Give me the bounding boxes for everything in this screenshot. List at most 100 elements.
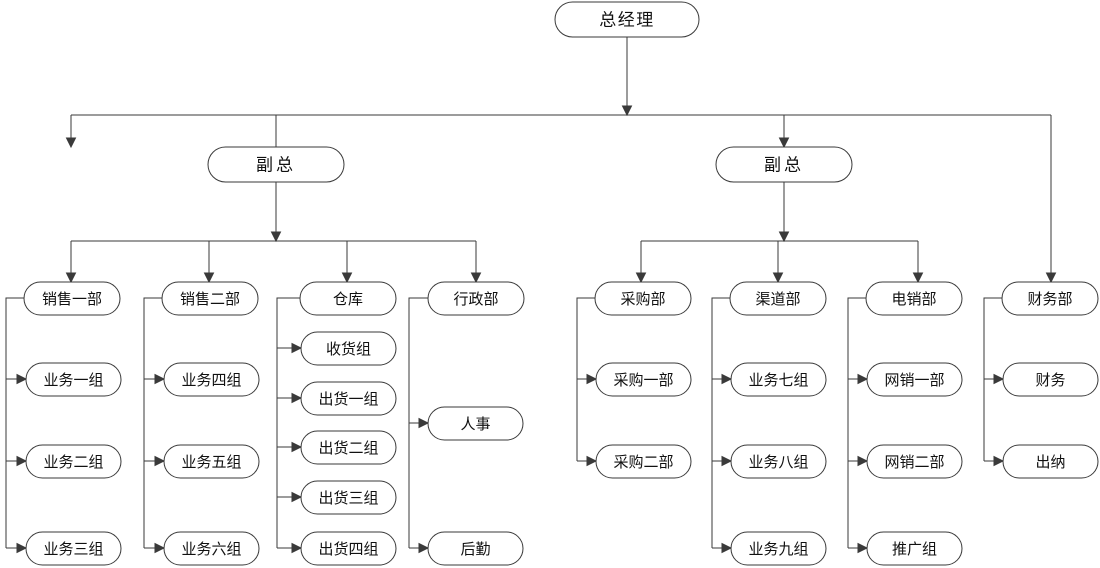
node-label: 网销二部 [884, 453, 944, 471]
arrowhead-right [586, 373, 598, 385]
org-node-t2[interactable]: 业务二组 [25, 444, 122, 479]
node-label: 采购二部 [613, 453, 673, 471]
org-node-d3[interactable]: 仓库 [299, 281, 397, 316]
org-node-d2[interactable]: 销售二部 [161, 281, 259, 316]
node-shape [161, 281, 259, 316]
arrowhead-right [291, 392, 303, 404]
arrowhead-right [993, 373, 1005, 385]
node-label: 业务五组 [181, 453, 241, 471]
node-shape [1001, 281, 1099, 316]
org-node-t14[interactable]: 采购一部 [595, 362, 692, 397]
org-node-t20[interactable]: 网销二部 [866, 444, 963, 479]
org-node-t23[interactable]: 出纳 [1002, 444, 1099, 479]
org-node-d1[interactable]: 销售一部 [23, 281, 121, 316]
node-shape [427, 531, 524, 566]
node-shape [427, 281, 525, 316]
org-node-t21[interactable]: 推广组 [866, 531, 963, 566]
node-shape [300, 381, 397, 416]
node-label: 业务七组 [748, 371, 808, 389]
arrowhead-down [778, 231, 790, 243]
node-label: 人事 [460, 415, 490, 433]
arrowhead-right [857, 542, 869, 554]
arrowhead-down [65, 272, 77, 284]
arrowhead-right [418, 542, 430, 554]
org-node-t5[interactable]: 业务五组 [163, 444, 260, 479]
node-shape [300, 531, 397, 566]
org-node-t1[interactable]: 业务一组 [25, 362, 122, 397]
arrowhead-right [154, 542, 166, 554]
org-node-t7[interactable]: 收货组 [300, 331, 397, 366]
org-node-t4[interactable]: 业务四组 [163, 362, 260, 397]
node-shape [207, 146, 345, 183]
org-node-d7[interactable]: 电销部 [865, 281, 963, 316]
node-label: 业务六组 [181, 540, 241, 558]
org-node-t15[interactable]: 采购二部 [595, 444, 692, 479]
org-node-d4[interactable]: 行政部 [427, 281, 525, 316]
org-node-t6[interactable]: 业务六组 [163, 531, 260, 566]
org-node-gm[interactable]: 总经理 [554, 1, 700, 38]
node-shape [730, 362, 827, 397]
arrowhead-right [291, 542, 303, 554]
arrowhead-right [721, 542, 733, 554]
node-shape [427, 406, 524, 441]
arrowhead-down [912, 272, 924, 284]
arrowhead-down [203, 272, 215, 284]
node-shape [866, 531, 963, 566]
node-label: 采购一部 [613, 371, 673, 389]
org-node-t22[interactable]: 财务 [1002, 362, 1099, 397]
node-shape [25, 444, 122, 479]
arrowhead-right [291, 441, 303, 453]
node-shape [730, 531, 827, 566]
node-label: 财务部 [1027, 290, 1072, 308]
arrowhead-right [16, 542, 28, 554]
org-node-t3[interactable]: 业务三组 [25, 531, 122, 566]
org-node-t8[interactable]: 出货一组 [300, 381, 397, 416]
node-label: 出货四组 [318, 540, 378, 558]
org-node-t17[interactable]: 业务八组 [730, 444, 827, 479]
org-node-t12[interactable]: 人事 [427, 406, 524, 441]
node-label: 业务三组 [43, 540, 103, 558]
node-shape [1002, 362, 1099, 397]
node-label: 后勤 [460, 540, 490, 558]
node-shape [865, 281, 963, 316]
arrowhead-right [857, 455, 869, 467]
node-shape [300, 480, 397, 515]
node-label: 副总 [764, 156, 804, 176]
arrowhead-down [778, 137, 790, 149]
node-label: 网销一部 [884, 371, 944, 389]
org-node-d8[interactable]: 财务部 [1001, 281, 1099, 316]
node-label: 总经理 [599, 11, 655, 31]
node-shape [1002, 444, 1099, 479]
org-node-t16[interactable]: 业务七组 [730, 362, 827, 397]
org-node-d6[interactable]: 渠道部 [729, 281, 827, 316]
arrowhead-right [993, 455, 1005, 467]
node-shape [300, 430, 397, 465]
arrowhead-down [1045, 272, 1057, 284]
node-shape [25, 531, 122, 566]
org-node-t19[interactable]: 网销一部 [866, 362, 963, 397]
arrowhead-down [621, 105, 633, 117]
node-label: 电销部 [891, 290, 936, 308]
arrowhead-right [586, 455, 598, 467]
node-label: 业务四组 [181, 371, 241, 389]
node-label: 业务八组 [748, 453, 808, 471]
connector-line [143, 297, 164, 549]
org-node-vp1[interactable]: 副总 [207, 146, 345, 183]
arrowhead-right [16, 373, 28, 385]
org-node-vp2[interactable]: 副总 [715, 146, 853, 183]
org-node-t10[interactable]: 出货三组 [300, 480, 397, 515]
arrowhead-layer [16, 105, 1057, 554]
org-node-t13[interactable]: 后勤 [427, 531, 524, 566]
node-label: 渠道部 [755, 290, 800, 308]
node-shape [594, 281, 692, 316]
node-shape [595, 444, 692, 479]
org-node-d5[interactable]: 采购部 [594, 281, 692, 316]
org-node-t9[interactable]: 出货二组 [300, 430, 397, 465]
arrowhead-down [635, 272, 647, 284]
node-shape [163, 362, 260, 397]
node-shape [730, 444, 827, 479]
node-label: 副总 [256, 156, 296, 176]
org-node-t11[interactable]: 出货四组 [300, 531, 397, 566]
org-node-t18[interactable]: 业务九组 [730, 531, 827, 566]
